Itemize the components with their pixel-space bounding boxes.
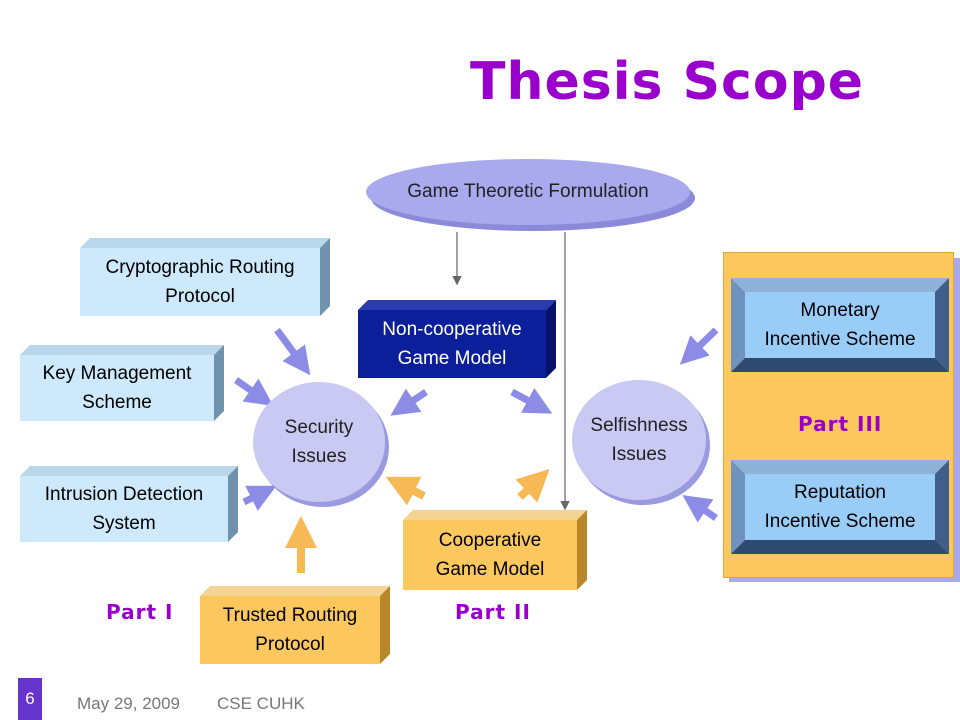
coop-box-depth	[403, 510, 587, 590]
ids-box-depth	[20, 466, 238, 542]
trusted-routing-box: Trusted Routing Protocol	[200, 596, 380, 664]
monetary-bevel	[731, 278, 949, 372]
noncoop-box-depth	[358, 300, 556, 378]
crypto-line1: Cryptographic Routing	[105, 256, 295, 278]
trusted-box-depth	[200, 586, 390, 664]
ids-line1: Intrusion Detection	[44, 483, 204, 505]
intrusion-detection-box: Intrusion Detection System	[20, 476, 228, 542]
trusted-line2: Protocol	[255, 634, 325, 655]
page-title: Thesis Scope	[470, 52, 865, 112]
part1-label: Part I	[106, 600, 174, 624]
monetary-line2: Incentive Scheme	[764, 329, 916, 350]
monetary-incentive-box: Monetary Incentive Scheme	[745, 292, 935, 358]
selfish-line2: Issues	[611, 444, 667, 465]
monetary-line1: Monetary	[800, 299, 880, 321]
selfish-line1: Selfishness	[590, 414, 688, 436]
coop-line2: Game Model	[435, 559, 545, 580]
crypto-routing-box: Cryptographic Routing Protocol	[80, 248, 320, 316]
key-line2: Scheme	[82, 392, 152, 413]
part3-label: Part III	[798, 412, 883, 436]
part2-label: Part II	[455, 600, 531, 624]
noncoop-line2: Game Model	[397, 348, 507, 369]
footer-date: May 29, 2009	[77, 694, 181, 713]
reputation-incentive-box: Reputation Incentive Scheme	[745, 474, 935, 540]
footer-org: CSE CUHK	[217, 694, 305, 713]
security-issues-ellipse: Security Issues	[253, 382, 385, 502]
arrow-reputation-to-selfish	[682, 495, 718, 523]
reputation-bevel	[731, 460, 949, 554]
slide-number-badge: 6	[18, 678, 42, 720]
noncoop-line1: Non-cooperative	[382, 318, 522, 340]
arrow-ids-to-security	[242, 485, 277, 511]
key-box-depth	[20, 345, 224, 421]
arrow-noncoop-to-selfish	[510, 388, 553, 414]
noncooperative-box: Non-cooperative Game Model	[358, 310, 546, 378]
ids-line2: System	[92, 513, 156, 534]
reputation-line2: Incentive Scheme	[764, 511, 916, 532]
reputation-line1: Reputation	[794, 481, 886, 503]
key-line1: Key Management	[42, 362, 192, 384]
game-theoretic-ellipse: Game Theoretic Formulation	[366, 159, 690, 225]
arrow-noncoop-to-security	[390, 388, 428, 416]
trusted-line1: Trusted Routing	[222, 604, 358, 626]
security-line1: Security	[284, 416, 354, 438]
slide-number: 6	[25, 689, 35, 708]
arrow-crypto-to-security	[274, 327, 311, 376]
security-line2: Issues	[291, 446, 347, 467]
arrow-coop-to-security	[385, 476, 426, 506]
crypto-line2: Protocol	[165, 286, 235, 307]
coop-line1: Cooperative	[438, 529, 542, 551]
cooperative-box: Cooperative Game Model	[403, 520, 577, 590]
arrow-coop-to-selfish	[515, 469, 550, 503]
crypto-box-depth	[80, 238, 330, 316]
selfishness-issues-ellipse: Selfishness Issues	[572, 380, 706, 500]
arrow-key-to-security	[234, 377, 274, 406]
key-management-box: Key Management Scheme	[20, 355, 214, 421]
game-theoretic-label: Game Theoretic Formulation	[407, 181, 649, 203]
arrow-monetary-to-selfish	[679, 327, 719, 365]
